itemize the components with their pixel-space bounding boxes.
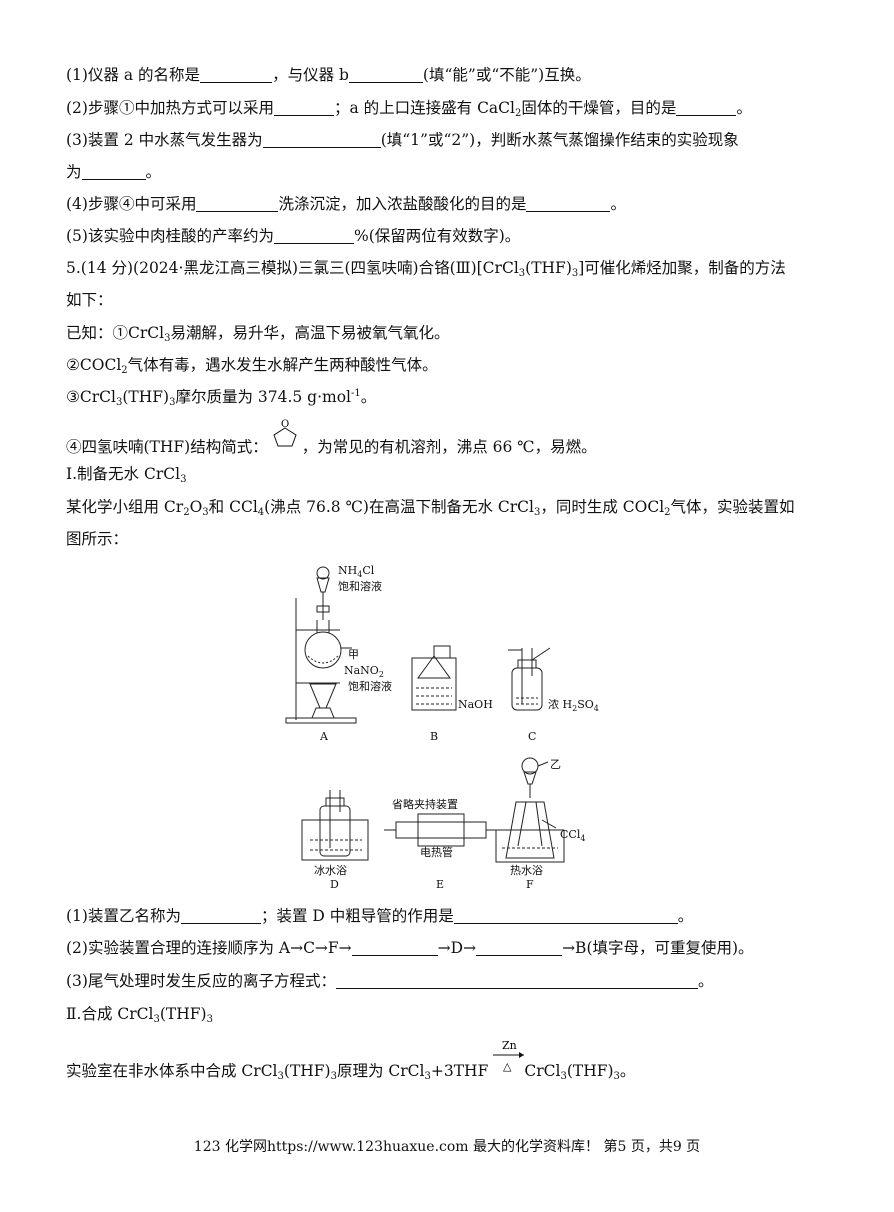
known-1: 已知：①CrCl3易潮解，易升华，高温下易被氧气氧化。 bbox=[66, 324, 450, 344]
question-3: (3)装置 2 中水蒸气发生器为(填“1”或“2”)，判断水蒸气蒸馏操作结束的实… bbox=[66, 131, 739, 149]
label-d: D bbox=[330, 878, 339, 891]
answer-blank[interactable] bbox=[476, 939, 563, 956]
question-5: (5)该实验中肉桂酸的产率约为%(保留两位有效数字)。 bbox=[66, 227, 521, 245]
answer-blank[interactable] bbox=[273, 227, 354, 244]
question-2: (2)步骤①中加热方式可以采用；a 的上口连接盛有 CaCl2固体的干燥管，目的… bbox=[66, 99, 752, 119]
label-ice-bath: 冰水浴 bbox=[314, 864, 347, 877]
label-saturated-solution-2: 饱和溶液 bbox=[348, 679, 392, 693]
label-h2so4: 浓 H2SO4 bbox=[548, 698, 599, 713]
answer-blank[interactable] bbox=[335, 972, 698, 989]
label-saturated-solution-1: 饱和溶液 bbox=[338, 579, 382, 593]
answer-blank[interactable] bbox=[273, 99, 334, 116]
label-jia: 甲 bbox=[348, 648, 359, 661]
problem-5-title: 5.(14 分)(2024·黑龙江高三模拟)三氯三(四氢呋喃)合铬(Ⅲ)[CrC… bbox=[66, 259, 786, 279]
problem-5-title-cont: 如下： bbox=[66, 291, 113, 309]
known-4: ④四氢呋喃(THF)结构简式： O ，为常见的有机溶剂，沸点 66 ℃，易燃。 bbox=[66, 419, 597, 456]
thf-structure-icon: O bbox=[268, 419, 302, 456]
answer-blank[interactable] bbox=[262, 131, 381, 148]
answer-blank[interactable] bbox=[351, 939, 438, 956]
subquestion-1: (1)装置乙名称为；装置 D 中粗导管的作用是。 bbox=[66, 907, 694, 925]
label-f: F bbox=[526, 878, 534, 891]
subquestion-2: (2)实验装置合理的连接顺序为 A→C→F→→D→→B(填字母，可重复使用)。 bbox=[66, 939, 754, 957]
thf-oxygen-label: O bbox=[281, 419, 289, 430]
question-3-cont: 为。 bbox=[66, 163, 162, 181]
page-footer: 123 化学网https://www.123huaxue.com 最大的化学资料… bbox=[193, 1139, 701, 1155]
answer-blank[interactable] bbox=[200, 66, 273, 83]
section-1-heading: Ⅰ.制备无水 CrCl3 bbox=[66, 465, 187, 485]
question-1: (1)仪器 a 的名称是，与仪器 b(填“能”或“不能”)互换。 bbox=[66, 66, 591, 84]
apparatus-figure: NH4Cl 饱和溶液 甲 NaNO2 饱和溶液 NaOH 浓 H2SO4 A B… bbox=[280, 558, 620, 892]
label-holder-omitted: 省略夹持装置 bbox=[392, 797, 458, 811]
label-hot-bath: 热水浴 bbox=[510, 864, 543, 877]
apparatus-diagram: NH4Cl 饱和溶液 甲 NaNO2 饱和溶液 NaOH 浓 H2SO4 A B… bbox=[285, 564, 599, 891]
known-3: ③CrCl3(THF)3摩尔质量为 374.5 g·mol-1。 bbox=[66, 388, 377, 408]
answer-blank[interactable] bbox=[196, 195, 279, 212]
answer-blank[interactable] bbox=[348, 66, 423, 83]
answer-blank[interactable] bbox=[676, 99, 737, 116]
label-c: C bbox=[528, 730, 536, 743]
known-2: ②COCl2气体有毒，遇水发生水解产生两种酸性气体。 bbox=[66, 356, 438, 376]
answer-blank[interactable] bbox=[526, 195, 611, 212]
label-heater: 电热管 bbox=[420, 845, 453, 859]
answer-blank[interactable] bbox=[453, 907, 678, 924]
label-ccl4: CCl4 bbox=[560, 828, 585, 843]
label-e: E bbox=[436, 878, 444, 891]
label-a: A bbox=[319, 730, 329, 743]
heat-symbol: △ bbox=[503, 1060, 512, 1073]
label-b: B bbox=[430, 730, 438, 743]
section-2-heading: Ⅱ.合成 CrCl3(THF)3 bbox=[66, 1005, 213, 1025]
answer-blank[interactable] bbox=[81, 163, 146, 180]
answer-blank[interactable] bbox=[180, 907, 261, 924]
question-4: (4)步骤④中可采用洗涤沉淀，加入浓盐酸酸化的目的是。 bbox=[66, 195, 626, 213]
intro-text: 某化学小组用 Cr2O3和 CCl4(沸点 76.8 ℃)在高温下制备无水 Cr… bbox=[66, 498, 795, 518]
label-naoh: NaOH bbox=[458, 698, 493, 711]
intro-text-cont: 图所示： bbox=[66, 530, 129, 548]
catalyst-zn-label: Zn bbox=[502, 1039, 517, 1052]
label-yi: 乙 bbox=[550, 758, 561, 771]
label-nh4cl: NH4Cl bbox=[338, 564, 375, 579]
label-nano2: NaNO2 bbox=[344, 664, 384, 679]
subquestion-3: (3)尾气处理时发生反应的离子方程式：。 bbox=[66, 972, 714, 990]
reaction-arrow: Zn △ bbox=[491, 1038, 527, 1078]
